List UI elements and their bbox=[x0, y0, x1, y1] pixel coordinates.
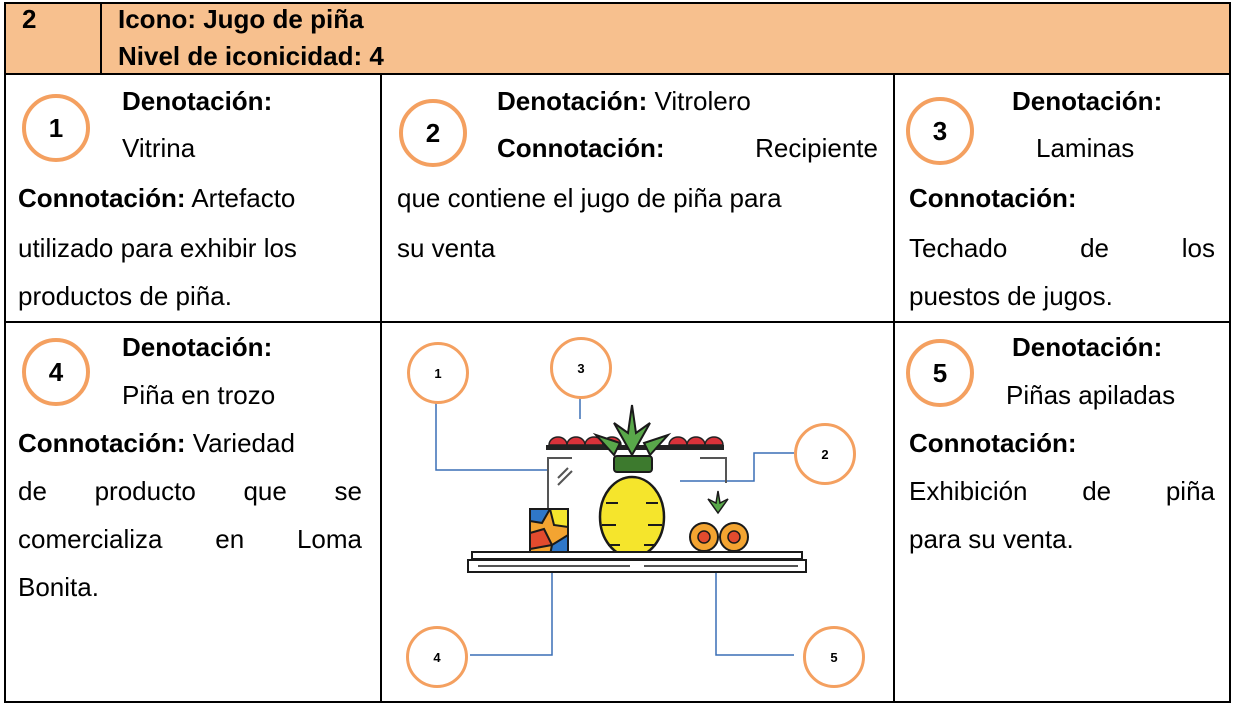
c1-connotation-rest: Artefacto bbox=[191, 183, 296, 213]
col-divider-1 bbox=[380, 73, 382, 703]
figure-badge-1: 1 bbox=[407, 342, 469, 404]
c3-line-2: puestos de jugos. bbox=[909, 281, 1113, 311]
c3-line-1: Techado de los bbox=[909, 227, 1215, 269]
c2-denotation: Denotación: Vitrolero bbox=[497, 80, 751, 122]
header-band bbox=[5, 3, 1230, 74]
c2-denotation-value: Vitrolero bbox=[654, 86, 751, 116]
c1-connotation: Connotación: Artefacto bbox=[18, 177, 370, 219]
pineapple-crown-icon bbox=[592, 404, 672, 458]
c4-l2-w1: comercializa bbox=[18, 524, 163, 554]
c5-connotation-label: Connotación: bbox=[909, 428, 1077, 458]
vitrine-icon bbox=[547, 457, 727, 549]
c3-connotation-label: Connotación: bbox=[909, 183, 1077, 213]
leader-line-4 bbox=[470, 560, 553, 656]
c2-connotation-rest: Recipiente bbox=[755, 133, 878, 163]
c3-denotation-label: Denotación: bbox=[1012, 86, 1163, 116]
c2-connotation-label: Connotación: bbox=[497, 133, 665, 163]
c5-l1-w3: piña bbox=[1165, 476, 1215, 506]
c1-connotation-label: Connotación: bbox=[18, 183, 186, 213]
c4-denotation-value: Piña en trozo bbox=[122, 380, 276, 410]
badge-5: 5 bbox=[906, 339, 974, 407]
badge-1: 1 bbox=[22, 94, 90, 162]
border-top bbox=[4, 2, 1231, 4]
c4-line-2: comercializa en Loma bbox=[18, 518, 362, 560]
border-bottom bbox=[4, 701, 1231, 703]
badge-3: 3 bbox=[906, 97, 974, 165]
stacked-pineapples-icon bbox=[689, 490, 749, 552]
border-right bbox=[1229, 2, 1231, 703]
c5-l1-w1: Exhibición bbox=[909, 476, 1028, 506]
row-divider-1 bbox=[4, 73, 1231, 75]
c5-line-1: Exhibición de piña bbox=[909, 470, 1215, 512]
shelf-icon bbox=[467, 551, 807, 573]
c2-denotation-label: Denotación: bbox=[497, 86, 648, 116]
c1-denotation-label: Denotación: bbox=[122, 86, 273, 116]
c4-l2-w2: en bbox=[215, 524, 245, 554]
figure-badge-2: 2 bbox=[794, 423, 856, 485]
c4-l1-w1: de bbox=[18, 476, 47, 506]
c3-line-1-w3: los bbox=[1181, 233, 1215, 263]
c1-denotation-value: Vitrina bbox=[122, 133, 196, 163]
c4-l1-w3: que bbox=[243, 476, 287, 506]
c5-denotation-value: Piñas apiladas bbox=[1006, 380, 1176, 410]
c4-denotation-label: Denotación: bbox=[122, 332, 273, 362]
figure-badge-4: 4 bbox=[406, 626, 468, 688]
c4-l1-w2: producto bbox=[94, 476, 196, 506]
border-left bbox=[4, 2, 6, 703]
pineapple-base-icon bbox=[613, 455, 653, 473]
leader-line-1 bbox=[435, 401, 548, 471]
c3-line-1-w2: de bbox=[1080, 233, 1109, 263]
header-divider bbox=[100, 2, 102, 74]
figure-badge-5: 5 bbox=[803, 626, 865, 688]
c3-line-1-w1: Techado bbox=[909, 233, 1008, 263]
leader-line-5 bbox=[715, 560, 794, 656]
icon-title: Icono: Jugo de piña bbox=[118, 4, 364, 34]
leader-line-2 bbox=[680, 452, 794, 482]
badge-2: 2 bbox=[399, 99, 467, 167]
c5-l1-w2: de bbox=[1082, 476, 1112, 506]
c3-denotation-value: Laminas bbox=[1036, 133, 1135, 163]
badge-4: 4 bbox=[22, 338, 90, 406]
c4-connotation-label: Connotación: bbox=[18, 428, 186, 458]
c1-line-2: productos de piña. bbox=[18, 281, 232, 311]
c5-line-2: para su venta. bbox=[909, 524, 1074, 554]
c2-connotation: Connotación: Recipiente bbox=[497, 127, 878, 169]
c4-l2-w3: Loma bbox=[296, 524, 362, 554]
c2-line-2: su venta bbox=[397, 233, 496, 263]
row-divider-2 bbox=[4, 321, 1231, 323]
c1-line-1: utilizado para exhibir los bbox=[18, 233, 297, 263]
juice-stand-illustration bbox=[435, 395, 807, 656]
c2-line-1: que contiene el jugo de piña para bbox=[397, 183, 782, 213]
pineapple-jar-icon bbox=[598, 475, 666, 559]
row-number: 2 bbox=[22, 4, 37, 34]
c4-line-3: Bonita. bbox=[18, 572, 99, 602]
col-divider-2 bbox=[893, 73, 895, 703]
iconicity-level: Nivel de iconicidad: 4 bbox=[118, 41, 384, 71]
c4-connotation-rest: Variedad bbox=[192, 428, 295, 458]
figure-badge-3: 3 bbox=[550, 337, 612, 399]
c4-l1-w4: se bbox=[334, 476, 362, 506]
c5-denotation-label: Denotación: bbox=[1012, 332, 1163, 362]
pineapple-chunks-icon bbox=[529, 508, 569, 556]
c4-line-1: de producto que se bbox=[18, 470, 362, 512]
c4-connotation: Connotación: Variedad bbox=[18, 422, 370, 464]
